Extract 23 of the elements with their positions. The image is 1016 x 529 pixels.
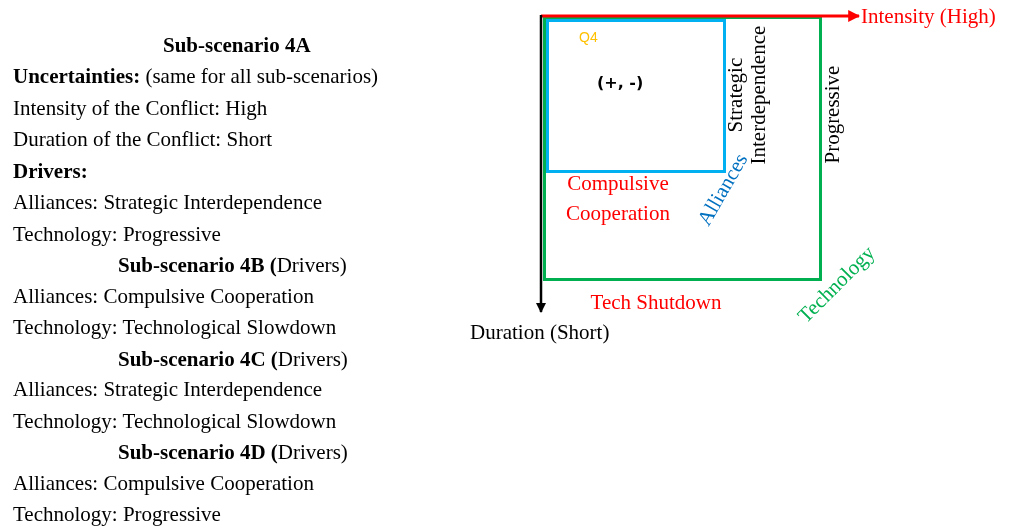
quadrant-label: Q4 bbox=[579, 30, 598, 46]
heading: Sub-scenario 4C (Drivers) bbox=[118, 347, 348, 372]
text-line: Alliances: Compulsive Cooperation bbox=[13, 471, 314, 496]
heading: Sub-scenario 4D (Drivers) bbox=[118, 440, 348, 465]
text-line: Uncertainties: (same for all sub-scenarios) bbox=[13, 64, 379, 89]
level-label: Progressive bbox=[821, 66, 845, 164]
text-line: Alliances: Strategic Interdependence bbox=[13, 377, 323, 402]
text-line: Technology: Progressive bbox=[13, 502, 221, 527]
text-line: Intensity of the Conflict: High bbox=[13, 96, 268, 121]
text-line: Duration of the Conflict: Short bbox=[13, 127, 272, 152]
level-label: Compulsive Cooperation bbox=[565, 169, 671, 227]
text-line: Alliances: Strategic Interdependence bbox=[13, 190, 323, 215]
text-line: Technology: Technological Slowdown bbox=[13, 315, 337, 340]
text-line: Technology: Technological Slowdown bbox=[13, 409, 337, 434]
heading: Sub-scenario 4A bbox=[163, 33, 311, 58]
heading: Drivers: bbox=[13, 159, 88, 184]
axis-label: Intensity (High) bbox=[861, 4, 996, 29]
sign-pair: (+, -) bbox=[597, 74, 644, 92]
axis-label: Duration (Short) bbox=[470, 320, 610, 345]
text-line: Alliances: Compulsive Cooperation bbox=[13, 284, 314, 309]
heading: Sub-scenario 4B (Drivers) bbox=[118, 253, 347, 278]
text-line: Technology: Progressive bbox=[13, 222, 221, 247]
level-label: Tech Shutdown bbox=[590, 291, 722, 315]
